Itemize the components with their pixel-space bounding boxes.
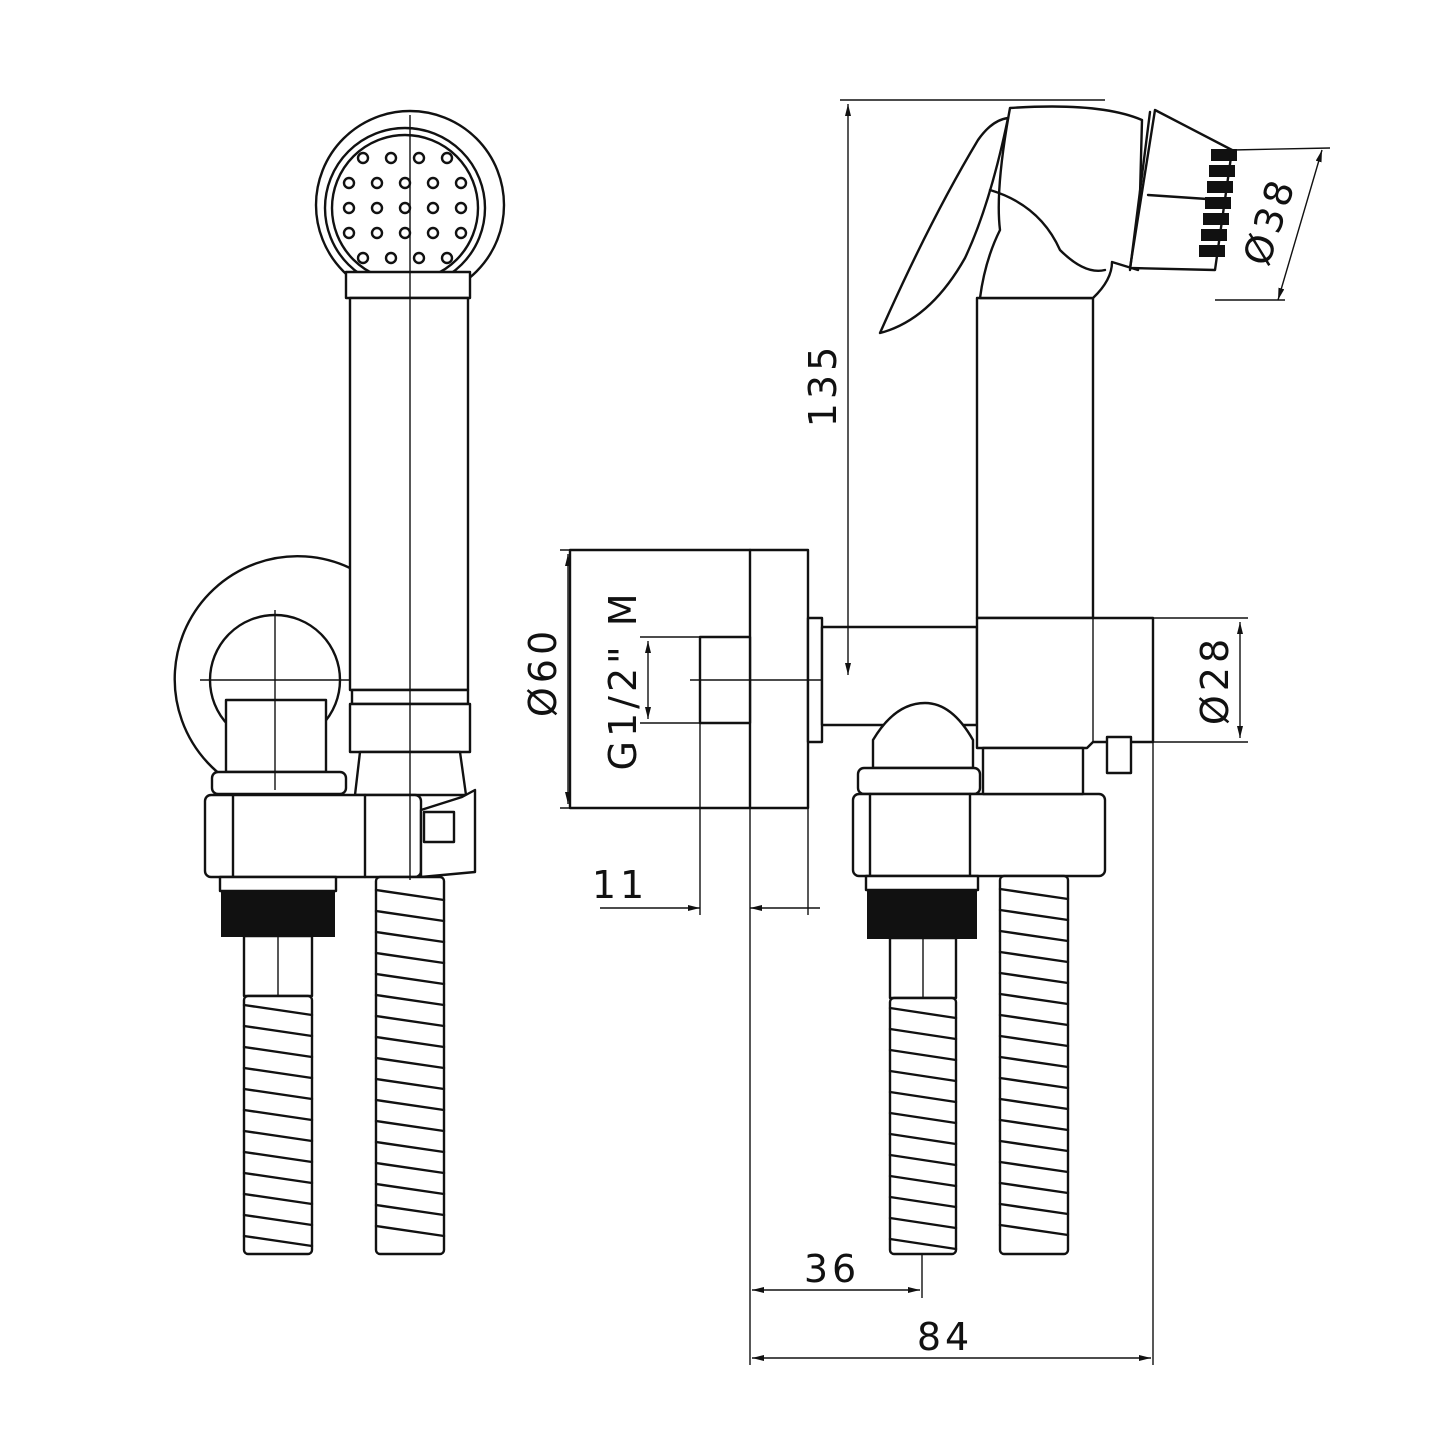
front-holder bbox=[203, 788, 477, 879]
side-thread bbox=[864, 874, 980, 939]
front-thread bbox=[218, 875, 338, 937]
front-elbow bbox=[200, 610, 350, 796]
side-handle bbox=[975, 296, 1155, 796]
front-hose-left bbox=[242, 994, 314, 1256]
side-view bbox=[568, 105, 1237, 1256]
dim-label-flange-diameter: Ø60 bbox=[521, 627, 565, 717]
side-nozzle-face bbox=[1199, 149, 1237, 257]
dim-label-head-diameter: Ø38 bbox=[1235, 171, 1305, 270]
front-wall-plate bbox=[173, 555, 352, 792]
dim-label-36: 36 bbox=[804, 1247, 860, 1291]
dim-label-84: 84 bbox=[917, 1315, 973, 1359]
side-holder bbox=[851, 701, 1107, 878]
side-shower-head bbox=[878, 105, 1237, 335]
dim-label-body-diameter: Ø28 bbox=[1193, 635, 1237, 725]
dim-label-thread: G1/2" M bbox=[601, 590, 645, 771]
side-hose-right bbox=[998, 874, 1070, 1256]
dimensions: 135 Ø60 G1/2" M 11 Ø28 Ø38 36 84 bbox=[521, 99, 1331, 1365]
dim-label-11: 11 bbox=[592, 863, 648, 907]
front-hose-right bbox=[374, 875, 446, 1256]
spray-nozzles bbox=[342, 151, 468, 265]
front-view bbox=[173, 109, 506, 1256]
dim-label-135: 135 bbox=[801, 343, 845, 428]
side-hose-left bbox=[888, 996, 958, 1256]
